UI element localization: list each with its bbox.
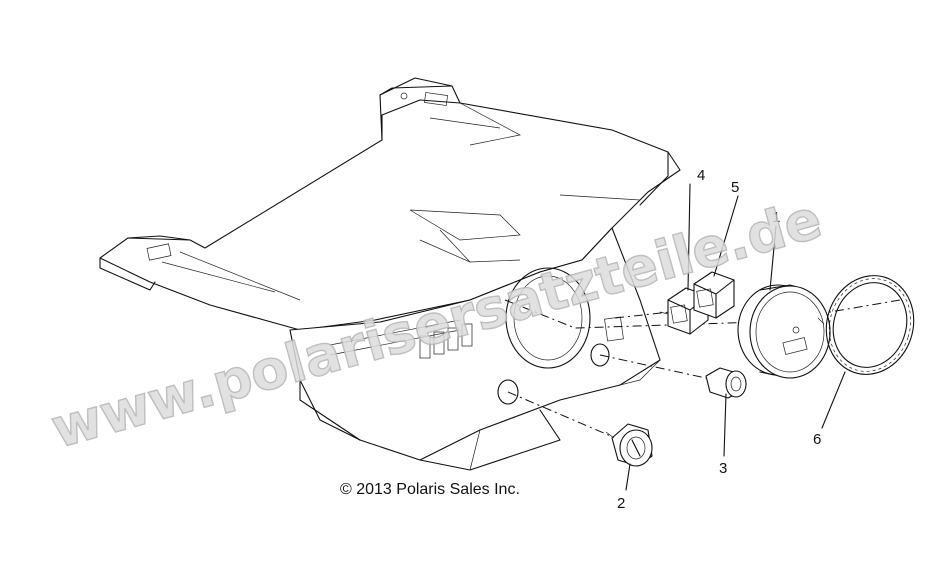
vent-slots	[419, 323, 473, 359]
gauge-opening	[505, 267, 591, 369]
copyright-text: © 2013 Polaris Sales Inc.	[340, 481, 520, 498]
rocker-switch-right	[693, 271, 735, 319]
ignition-hole	[497, 379, 519, 405]
callout-4: 4	[697, 167, 705, 184]
power-outlet	[705, 367, 747, 399]
leader-lines	[625, 183, 846, 491]
outlet-hole	[590, 343, 610, 367]
ignition-switch	[605, 423, 653, 467]
gauge-bezel-ring	[825, 275, 915, 375]
speedometer-gauge	[737, 284, 831, 379]
callout-6: 6	[813, 431, 821, 448]
callout-3: 3	[719, 460, 727, 477]
callout-1: 1	[772, 209, 780, 226]
dash-panel	[99, 77, 681, 471]
callout-5: 5	[731, 179, 739, 196]
callout-2: 2	[617, 495, 625, 512]
